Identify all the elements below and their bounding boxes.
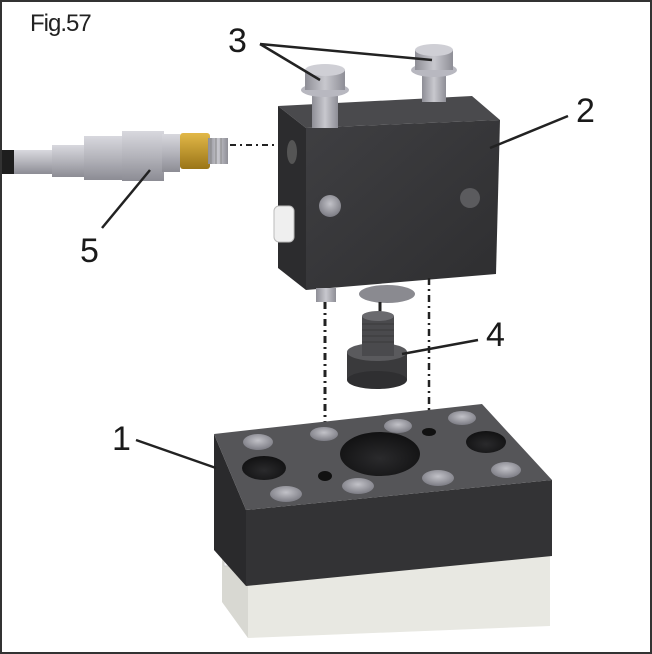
leader-lines xyxy=(101,42,569,470)
part-4-plug xyxy=(347,311,407,389)
callout-5: 5 xyxy=(80,232,99,270)
leader-1 xyxy=(135,438,217,470)
leader-3b xyxy=(259,42,433,62)
part-1-base-block xyxy=(214,404,552,638)
leader-3a xyxy=(259,42,321,82)
callout-4: 4 xyxy=(486,316,505,354)
leader-2 xyxy=(489,114,569,150)
figure-title: Fig.57 xyxy=(30,10,92,37)
leader-5 xyxy=(101,169,151,229)
leader-4 xyxy=(401,338,479,356)
callout-1: 1 xyxy=(112,420,131,458)
part-3-screws xyxy=(301,44,457,128)
part-5-sensor xyxy=(2,131,228,181)
callout-3: 3 xyxy=(228,22,247,60)
part-2-manifold-block xyxy=(273,90,500,303)
callout-2: 2 xyxy=(576,92,595,130)
